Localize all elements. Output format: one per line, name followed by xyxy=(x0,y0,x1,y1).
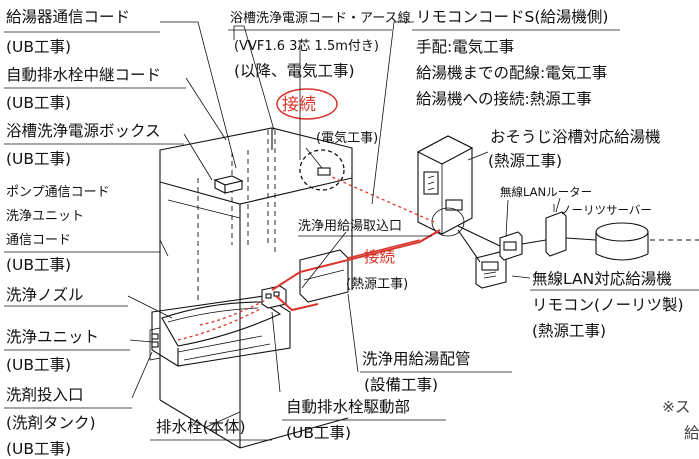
label-wash-unit: 洗浄ユニット xyxy=(6,209,84,224)
electric-connection-circle xyxy=(299,149,345,191)
label-heat-source-work-1: (熱源工事) xyxy=(488,152,562,170)
label-arrangement: 手配:電気工事 xyxy=(416,38,514,56)
label-remote-cord-s: リモコンコードS(給湯機側) xyxy=(416,8,608,26)
label-ub-work-4: (UB工事) xyxy=(6,256,71,274)
label-wash-hot-water-pipe: 洗浄用給湯配管 xyxy=(362,350,471,368)
cloud-server-cylinder xyxy=(595,222,649,261)
side-panel xyxy=(299,249,349,303)
label-ub-work-3: (UB工事) xyxy=(6,150,71,168)
label-wifi-remote: 無線LAN対応給湯機 xyxy=(532,270,672,288)
label-heat-source-work-3: (熱源工事) xyxy=(532,322,606,340)
label-connect-electric: 接続 xyxy=(282,95,316,115)
wireless-router-device xyxy=(499,231,523,261)
label-drain-plug: 排水栓(本体) xyxy=(156,418,246,436)
network-lines xyxy=(457,225,699,263)
heater-connection-circle xyxy=(431,207,465,237)
water-heater xyxy=(416,135,474,235)
label-auto-drain-relay-cord: 自動排水栓中継コード xyxy=(6,66,161,84)
label-note-cont: 給 xyxy=(684,424,699,442)
label-connect-heat: 接続 xyxy=(364,248,396,266)
label-noritz-server: ノーリツサーバー xyxy=(560,203,652,217)
label-cleaning-heater: おそうじ浴槽対応給湯機 xyxy=(490,128,661,146)
label-auto-drain-drive: 自動排水栓駆動部 xyxy=(286,398,410,416)
label-ub-work-2: (UB工事) xyxy=(6,94,71,112)
label-detergent-tank: (洗剤タンク) xyxy=(6,414,96,432)
label-wash-unit-2: 洗浄ユニット xyxy=(6,328,99,346)
label-ub-work-7: (UB工事) xyxy=(286,424,351,442)
label-heat-source-work-2: (熱源工事) xyxy=(346,277,408,292)
label-equipment-work: (設備工事) xyxy=(364,376,438,394)
label-underlines xyxy=(4,29,699,441)
tub-wash-power-box xyxy=(213,175,244,194)
label-pump-comm-cord: ポンプ通信コード xyxy=(6,185,110,200)
label-connection-to-heater: 給湯機への接続:熱源工事 xyxy=(416,90,592,108)
label-ub-work-6: (UB工事) xyxy=(6,440,71,458)
noritz-server-device xyxy=(545,204,567,257)
label-comm-cord: 通信コード xyxy=(6,233,71,248)
label-wash-hot-water-intake: 洗浄用給湯取込口 xyxy=(298,219,402,234)
label-electric-work: (電気工事) xyxy=(316,130,378,146)
label-note-mark: ※ス xyxy=(662,398,691,416)
connect-electric-badge xyxy=(276,88,338,120)
bathroom-unit-box xyxy=(159,127,353,449)
leader-lines xyxy=(127,21,561,429)
label-ub-work-1: (UB工事) xyxy=(6,38,71,56)
label-wash-nozzle: 洗浄ノズル xyxy=(6,286,84,304)
label-boiler-comm-cord: 給湯器通信コード xyxy=(6,8,130,26)
label-tub-wash-power-box: 浴槽洗浄電源ボックス xyxy=(6,122,161,140)
label-wireless-router: 無線LANルーター xyxy=(500,185,592,199)
label-tub-wash-power-cord: 浴槽洗浄電源コード・アース線 xyxy=(230,10,411,26)
label-detergent-inlet: 洗剤投入口 xyxy=(6,386,84,404)
label-after-electric: (以降、電気工事) xyxy=(234,62,355,80)
label-remote-noritz: リモコン(ノーリツ製) xyxy=(532,296,684,314)
label-ub-work-5: (UB工事) xyxy=(6,356,71,374)
label-wiring-to-heater: 給湯機までの配線:電気工事 xyxy=(416,64,607,82)
electric-connector xyxy=(317,167,331,176)
label-vvf-spec: (VVF1.6 3芯 1.5m付き) xyxy=(234,39,379,54)
